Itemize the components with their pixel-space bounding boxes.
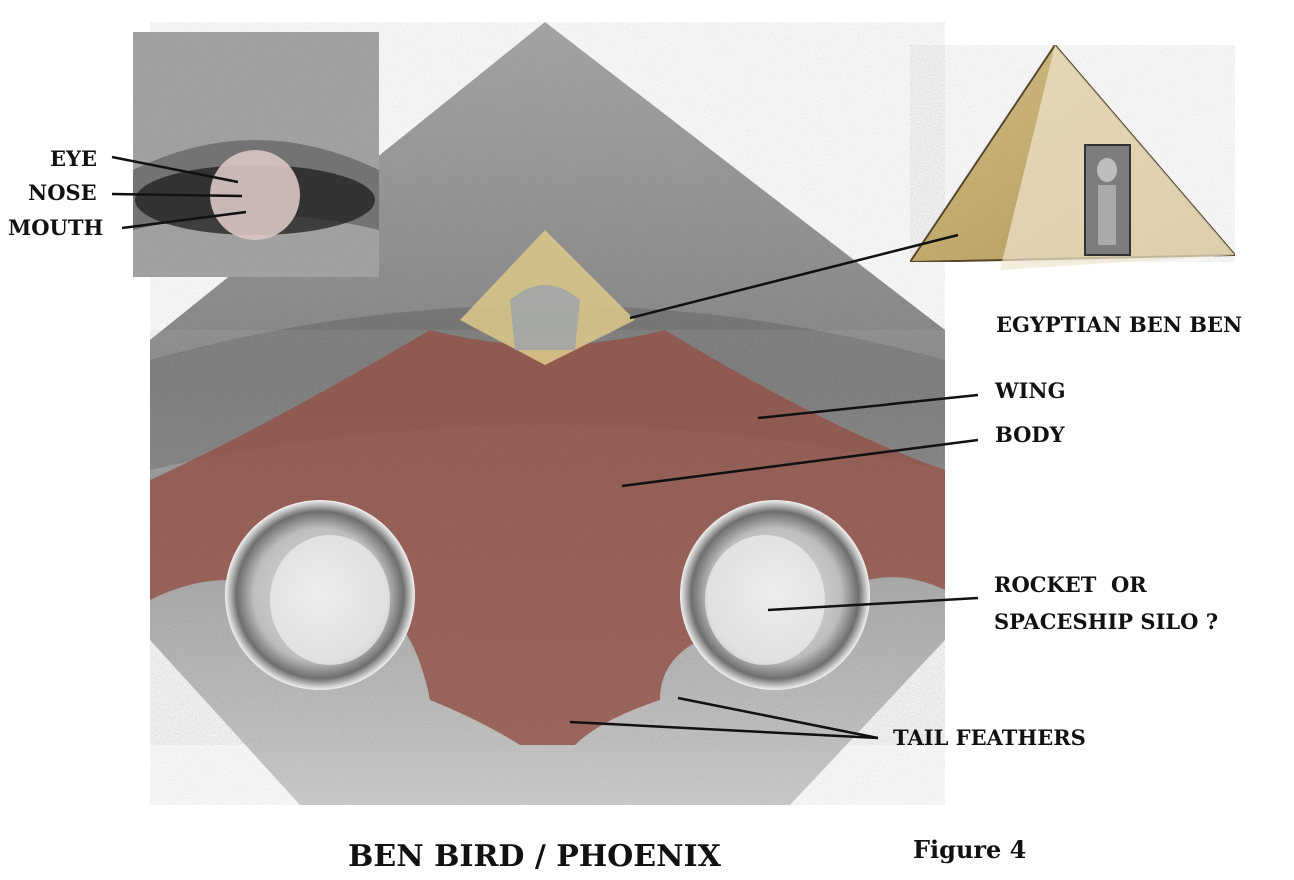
left-crater [225,500,415,690]
inset-face-image [133,32,379,277]
right-crater [680,500,870,690]
figure-title: BEN BIRD / PHOENIX [348,842,721,872]
figure-number: Figure 4 [913,838,1026,862]
tail-feathers-label: TAIL FEATHERS [893,727,1086,748]
egyptian-benben-illustration [910,45,1235,270]
eye-label: EYE [50,148,97,169]
rocket-label-line2: SPACESHIP SILO ? [994,611,1218,632]
nose-label: NOSE [28,182,97,203]
rocket-label-line1: ROCKET OR [994,574,1147,595]
mouth-label: MOUTH [8,217,103,238]
egyptian-benben-label: EGYPTIAN BEN BEN [996,314,1242,335]
body-label: BODY [995,424,1065,445]
wing-label: WING [995,380,1066,401]
